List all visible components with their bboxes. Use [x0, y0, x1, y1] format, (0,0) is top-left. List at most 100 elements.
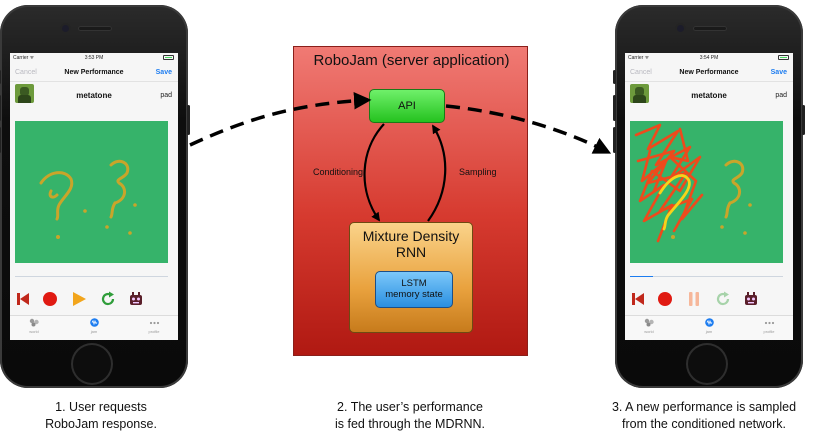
- status-time: 3:53 PM: [84, 55, 104, 61]
- earpiece-speaker: [693, 26, 727, 31]
- user-dot: [56, 235, 60, 239]
- performance-canvas[interactable]: [15, 121, 168, 263]
- caption-line: 3. A new performance is sampled: [611, 400, 797, 414]
- caption-step-2: 2. The user’s performance is fed through…: [295, 399, 525, 433]
- mute-switch: [0, 70, 1, 84]
- refresh-icon[interactable]: [715, 291, 731, 307]
- volume-up-button: [0, 95, 1, 121]
- user-dot: [748, 203, 752, 207]
- battery-icon: [778, 55, 789, 60]
- username-label: metatone: [691, 91, 727, 100]
- robot-icon[interactable]: [743, 291, 759, 307]
- back-icon[interactable]: [15, 291, 31, 307]
- volume-down-button: [613, 127, 616, 153]
- user-stroke: [109, 201, 117, 219]
- mdrnn-label-text: Mixture Density RNN: [362, 228, 460, 260]
- home-button: [688, 345, 726, 383]
- tab-label: world: [644, 329, 654, 334]
- caption-step-1: 1. User requests RoboJam response.: [0, 399, 216, 433]
- user-dot: [83, 209, 87, 213]
- user-dot: [105, 225, 109, 229]
- user-dot: [133, 203, 137, 207]
- user-dot: [743, 231, 747, 235]
- save-button[interactable]: Save: [155, 69, 172, 76]
- left-phone: Carrier ᯤ 3:53 PM Cancel New Performance…: [0, 5, 190, 388]
- navigation-bar: Cancel New Performance Save: [10, 65, 178, 82]
- caption-line: is fed through the MDRNN.: [334, 417, 486, 431]
- pause-icon[interactable]: [686, 291, 702, 307]
- right-phone-screen: Carrier ᯤ 3:54 PM Cancel New Performance…: [625, 53, 793, 340]
- robojam-touch-strokes: [634, 123, 752, 243]
- carrier-label: Carrier ᯤ: [628, 55, 650, 61]
- power-button: [802, 105, 805, 135]
- mute-switch: [613, 70, 616, 84]
- home-button: [73, 345, 111, 383]
- playback-controls: [625, 289, 793, 313]
- tab-jam[interactable]: jam: [689, 318, 729, 334]
- playback-controls: [10, 289, 178, 313]
- user-dot: [720, 225, 724, 229]
- lstm-label-line1: LSTM: [401, 278, 427, 289]
- lstm-label-line2: memory state: [385, 289, 443, 300]
- robojam-highlight-stroke: [658, 174, 691, 231]
- caption-line: from the conditioned network.: [622, 417, 786, 431]
- tab-profile[interactable]: profile: [749, 318, 789, 334]
- tab-bar: world jam profile: [10, 315, 178, 340]
- tab-label: jam: [705, 329, 713, 334]
- battery-icon: [163, 55, 174, 60]
- lstm-node: LSTM memory state: [375, 271, 453, 308]
- tab-label: jam: [90, 329, 98, 334]
- status-bar: Carrier ᯤ 3:54 PM: [625, 53, 793, 62]
- playback-progress[interactable]: [15, 276, 168, 277]
- refresh-icon[interactable]: [100, 291, 116, 307]
- user-touch-strokes: [39, 159, 137, 239]
- caption-line: 1. User requests: [55, 400, 147, 414]
- instrument-label[interactable]: pad: [775, 92, 787, 99]
- record-icon[interactable]: [657, 291, 673, 307]
- instrument-label[interactable]: pad: [160, 92, 172, 99]
- user-stroke: [724, 159, 745, 205]
- earpiece-speaker: [78, 26, 112, 31]
- more-icon: [764, 321, 774, 325]
- carrier-label: Carrier ᯤ: [13, 55, 35, 61]
- save-button[interactable]: Save: [770, 69, 787, 76]
- user-stroke: [109, 159, 130, 205]
- front-camera: [62, 25, 69, 32]
- playback-progress[interactable]: [630, 276, 783, 277]
- cancel-button[interactable]: Cancel: [630, 69, 652, 76]
- tab-world[interactable]: world: [14, 318, 54, 334]
- api-node: API: [369, 89, 445, 123]
- left-phone-screen: Carrier ᯤ 3:53 PM Cancel New Performance…: [10, 53, 178, 340]
- tab-label: profile: [763, 329, 775, 334]
- avatar: [15, 84, 34, 103]
- mdrnn-label: Mixture Density RNN: [350, 228, 472, 260]
- tab-world[interactable]: world: [629, 318, 669, 334]
- conditioning-label: Conditioning: [313, 167, 364, 177]
- tab-profile[interactable]: profile: [134, 318, 174, 334]
- status-time: 3:54 PM: [699, 55, 719, 61]
- play-icon[interactable]: [71, 291, 87, 307]
- tab-bar: world jam profile: [625, 315, 793, 340]
- caption-step-3: 3. A new performance is sampled from the…: [589, 399, 819, 433]
- status-bar: Carrier ᯤ 3:53 PM: [10, 53, 178, 62]
- jam-icon: [89, 318, 99, 327]
- user-stroke: [39, 171, 74, 221]
- avatar: [630, 84, 649, 103]
- server-title: RoboJam (server application): [313, 52, 510, 69]
- robojam-stroke: [640, 149, 668, 193]
- robot-icon[interactable]: [128, 291, 144, 307]
- performance-canvas[interactable]: [630, 121, 783, 263]
- user-stroke: [48, 189, 59, 199]
- power-button: [187, 105, 190, 135]
- user-stroke: [724, 201, 732, 219]
- robojam-stroke: [634, 123, 702, 243]
- sampling-label: Sampling: [459, 167, 497, 177]
- record-icon[interactable]: [42, 291, 58, 307]
- user-dot: [671, 235, 675, 239]
- back-icon[interactable]: [630, 291, 646, 307]
- nav-title: New Performance: [64, 69, 124, 76]
- cancel-button[interactable]: Cancel: [15, 69, 37, 76]
- volume-up-button: [613, 95, 616, 121]
- tab-jam[interactable]: jam: [74, 318, 114, 334]
- caption-line: RoboJam response.: [45, 417, 157, 431]
